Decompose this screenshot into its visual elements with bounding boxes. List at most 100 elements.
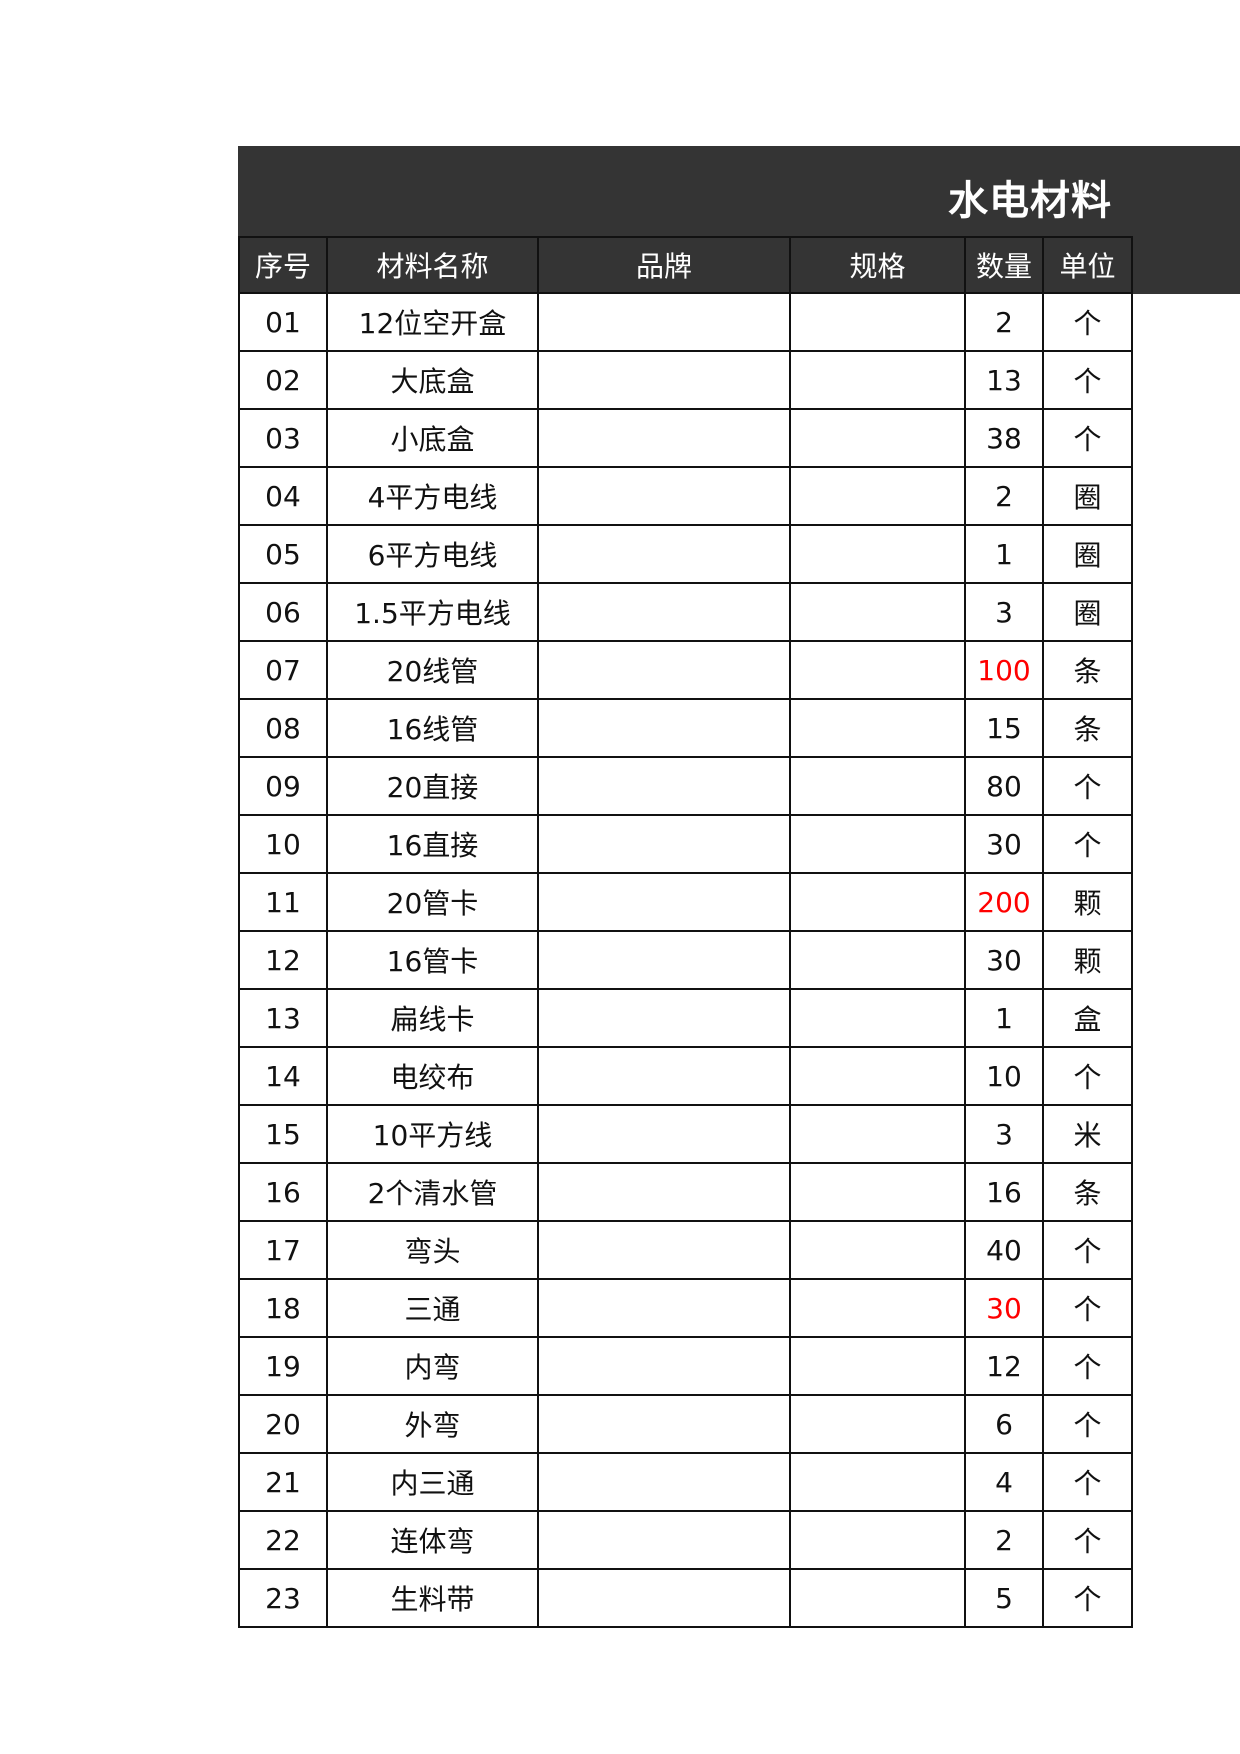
cell-spec <box>789 1162 966 1222</box>
cell-qty: 4 <box>964 1452 1044 1512</box>
cell-name: 16直接 <box>326 814 539 874</box>
cell-spec <box>789 1104 966 1164</box>
cell-brand <box>537 1336 791 1396</box>
cell-spec <box>789 1510 966 1570</box>
cell-brand <box>537 350 791 410</box>
cell-brand <box>537 1104 791 1164</box>
cell-spec <box>789 756 966 816</box>
cell-unit: 个 <box>1042 756 1133 816</box>
cell-spec <box>789 350 966 410</box>
cell-no: 01 <box>238 292 328 352</box>
cell-unit: 颗 <box>1042 872 1133 932</box>
cell-unit: 米 <box>1042 1104 1133 1164</box>
cell-name: 16管卡 <box>326 930 539 990</box>
header-qty: 数量 <box>964 236 1044 294</box>
cell-unit: 盒 <box>1042 988 1133 1048</box>
cell-brand <box>537 756 791 816</box>
cell-spec <box>789 292 966 352</box>
cell-name: 内三通 <box>326 1452 539 1512</box>
cell-unit: 个 <box>1042 814 1133 874</box>
cell-qty: 2 <box>964 292 1044 352</box>
cell-brand <box>537 640 791 700</box>
cell-qty: 3 <box>964 1104 1044 1164</box>
cell-no: 18 <box>238 1278 328 1338</box>
cell-name: 10平方线 <box>326 1104 539 1164</box>
cell-qty: 40 <box>964 1220 1044 1280</box>
cell-no: 21 <box>238 1452 328 1512</box>
cell-no: 22 <box>238 1510 328 1570</box>
cell-name: 外弯 <box>326 1394 539 1454</box>
cell-spec <box>789 872 966 932</box>
page-title: 水电材料 <box>948 178 1112 224</box>
header-name: 材料名称 <box>326 236 539 294</box>
cell-brand <box>537 1452 791 1512</box>
cell-name: 16线管 <box>326 698 539 758</box>
cell-qty: 13 <box>964 350 1044 410</box>
cell-unit: 个 <box>1042 350 1133 410</box>
cell-name: 20线管 <box>326 640 539 700</box>
cell-unit: 颗 <box>1042 930 1133 990</box>
cell-brand <box>537 524 791 584</box>
header-spec: 规格 <box>789 236 966 294</box>
cell-brand <box>537 1394 791 1454</box>
cell-unit: 条 <box>1042 640 1133 700</box>
cell-no: 08 <box>238 698 328 758</box>
cell-no: 03 <box>238 408 328 468</box>
cell-spec <box>789 524 966 584</box>
cell-name: 20管卡 <box>326 872 539 932</box>
cell-name: 4平方电线 <box>326 466 539 526</box>
cell-brand <box>537 1568 791 1628</box>
cell-name: 12位空开盒 <box>326 292 539 352</box>
cell-qty: 2 <box>964 466 1044 526</box>
cell-qty: 16 <box>964 1162 1044 1222</box>
cell-qty: 15 <box>964 698 1044 758</box>
cell-no: 11 <box>238 872 328 932</box>
cell-qty: 30 <box>964 814 1044 874</box>
cell-unit: 圈 <box>1042 466 1133 526</box>
cell-brand <box>537 1220 791 1280</box>
cell-unit: 个 <box>1042 292 1133 352</box>
cell-brand <box>537 582 791 642</box>
cell-brand <box>537 872 791 932</box>
cell-brand <box>537 292 791 352</box>
cell-spec <box>789 1278 966 1338</box>
cell-no: 05 <box>238 524 328 584</box>
cell-spec <box>789 930 966 990</box>
cell-unit: 个 <box>1042 1046 1133 1106</box>
cell-unit: 个 <box>1042 1394 1133 1454</box>
cell-qty: 12 <box>964 1336 1044 1396</box>
cell-qty: 38 <box>964 408 1044 468</box>
cell-no: 07 <box>238 640 328 700</box>
cell-unit: 条 <box>1042 698 1133 758</box>
cell-spec <box>789 1452 966 1512</box>
cell-unit: 个 <box>1042 408 1133 468</box>
cell-unit: 圈 <box>1042 524 1133 584</box>
cell-spec <box>789 1568 966 1628</box>
cell-unit: 个 <box>1042 1220 1133 1280</box>
cell-unit: 个 <box>1042 1510 1133 1570</box>
cell-brand <box>537 930 791 990</box>
header-brand: 品牌 <box>537 236 791 294</box>
cell-unit: 个 <box>1042 1278 1133 1338</box>
cell-name: 生料带 <box>326 1568 539 1628</box>
cell-no: 06 <box>238 582 328 642</box>
cell-spec <box>789 582 966 642</box>
cell-qty: 6 <box>964 1394 1044 1454</box>
cell-no: 20 <box>238 1394 328 1454</box>
cell-no: 02 <box>238 350 328 410</box>
cell-spec <box>789 1336 966 1396</box>
cell-spec <box>789 1394 966 1454</box>
cell-no: 17 <box>238 1220 328 1280</box>
cell-spec <box>789 640 966 700</box>
